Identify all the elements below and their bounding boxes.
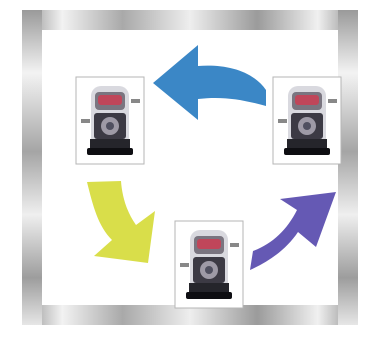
frame-top: [22, 10, 358, 30]
frame-left: [22, 10, 42, 325]
frame-right: [338, 10, 358, 325]
compressor-node-right: [273, 77, 341, 164]
compressor-node-bottom: [175, 221, 243, 308]
compressor-node-left: [76, 77, 144, 164]
